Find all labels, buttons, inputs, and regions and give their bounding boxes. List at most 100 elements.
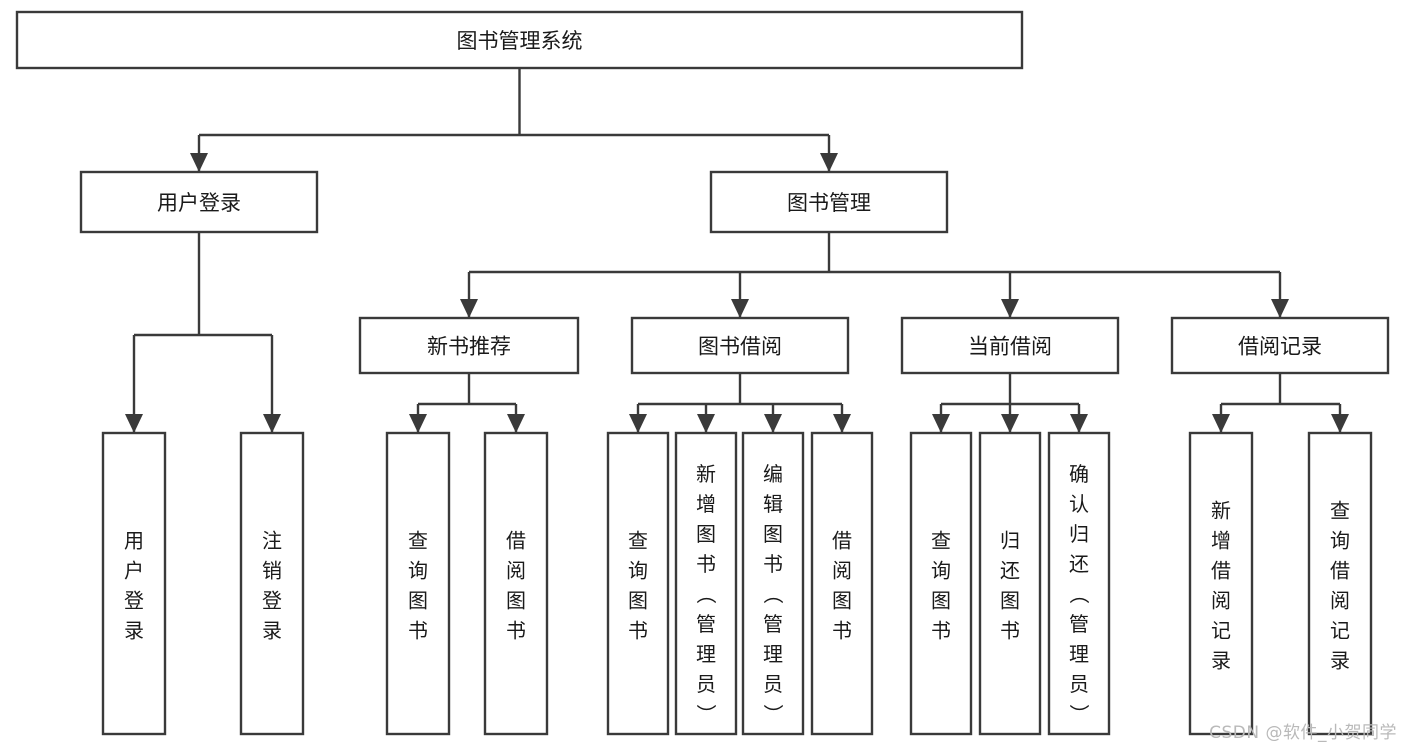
node-label-char: 录 [1211,649,1231,673]
arrowhead-leaf-user-login [125,414,143,433]
arrowhead-leaf-confirm-return [1070,414,1088,433]
node-box-root [15,10,1024,70]
node-label-char: 增 [1211,529,1231,553]
node-label-char: 查 [931,529,951,553]
node-label-char: 阅 [1211,589,1231,613]
arrowhead-book-borrow [731,299,749,318]
node-label-char: 书 [763,552,783,576]
arrowhead-leaf-query-book-borrow [629,414,647,433]
node-label-char: 借 [832,529,852,553]
node-label-char: 查 [1330,499,1350,523]
node-user-login[interactable]: 用户登录 [79,170,319,234]
node-label-char: 录 [1330,649,1350,673]
node-label-char: 理 [763,642,783,666]
node-label-char: 增 [696,492,716,516]
node-label-char: 辑 [763,492,783,516]
node-box-leaf-edit-book [741,431,805,736]
arrowhead-leaf-logout [263,414,281,433]
node-label-char: 询 [1330,529,1350,553]
node-label-char: 图 [696,522,716,546]
arrowhead-leaf-query-book-new [409,414,427,433]
connector-layer [125,68,1349,433]
node-label-char: 图 [628,589,648,613]
node-book-management[interactable]: 图书管理 [709,170,949,234]
node-box-leaf-borrow-book-new [483,431,549,736]
node-label-char: 归 [1000,529,1020,553]
node-label-char: 归 [1069,522,1089,546]
node-label-char: 管 [763,612,783,636]
node-box-borrow-record [1170,316,1390,375]
node-label-char: 书 [832,619,852,643]
node-label-user-login: 用户登录 [157,191,241,215]
node-label-char: 记 [1330,619,1350,643]
node-box-book-borrow [630,316,850,375]
node-new-book-recommend[interactable]: 新书推荐 [358,316,580,375]
arrowhead-leaf-query-borrow-record [1331,414,1349,433]
node-label-char: 新 [696,462,716,486]
node-label-char: 图 [832,589,852,613]
node-box-leaf-query-borrow-record [1307,431,1373,736]
arrowhead-leaf-return-book [1001,414,1019,433]
node-current-borrow[interactable]: 当前借阅 [900,316,1120,375]
node-label-char: 询 [408,559,428,583]
arrowhead-new-book-recommend [460,299,478,318]
node-borrow-record[interactable]: 借阅记录 [1170,316,1390,375]
node-label-char: 理 [696,642,716,666]
node-label-char: 员 [696,672,716,696]
arrowhead-leaf-edit-book [764,414,782,433]
node-box-leaf-add-book [674,431,738,736]
node-box-leaf-add-borrow-record [1188,431,1254,736]
node-book-borrow[interactable]: 图书借阅 [630,316,850,375]
node-label-char: 询 [628,559,648,583]
node-label-current-borrow: 当前借阅 [968,335,1052,359]
arrowhead-leaf-add-book [697,414,715,433]
node-layer: 图书管理系统用户登录图书管理新书推荐图书借阅当前借阅借阅记录用户登录注销登录查询… [15,10,1390,736]
watermark-text: CSDN @软件_小贺同学 [1209,723,1397,743]
node-box-leaf-query-book-current [909,431,973,736]
node-box-leaf-user-login [101,431,167,736]
arrowhead-user-login [190,153,208,172]
node-label-char: 查 [408,529,428,553]
node-label-char: 阅 [832,559,852,583]
node-label-char: 还 [1000,559,1020,583]
node-box-user-login [79,170,319,234]
node-box-leaf-query-book-new [385,431,451,736]
node-label-char: 录 [262,619,282,643]
node-box-new-book-recommend [358,316,580,375]
node-label-char: 图 [763,522,783,546]
node-box-leaf-confirm-return [1047,431,1111,736]
node-label-char: 理 [1069,642,1089,666]
node-box-book-management [709,170,949,234]
node-leaf-user-login[interactable]: 用户登录 [101,431,167,736]
node-box-leaf-logout [239,431,305,736]
arrowhead-leaf-borrow-book [833,414,851,433]
node-label-book-borrow: 图书借阅 [698,335,782,359]
node-label-char: 图 [408,589,428,613]
node-label-char: （ [694,584,718,604]
node-label-char: 户 [124,559,144,583]
node-label-char: 图 [1000,589,1020,613]
node-box-leaf-borrow-book [810,431,874,736]
node-label-char: 阅 [1330,589,1350,613]
node-label-char: ） [1067,704,1091,724]
node-root[interactable]: 图书管理系统 [15,10,1024,70]
arrowhead-leaf-add-borrow-record [1212,414,1230,433]
arrowhead-book-management [820,153,838,172]
node-label-char: 编 [763,462,783,486]
node-label-new-book-recommend: 新书推荐 [427,335,511,359]
node-label-char: （ [1067,584,1091,604]
